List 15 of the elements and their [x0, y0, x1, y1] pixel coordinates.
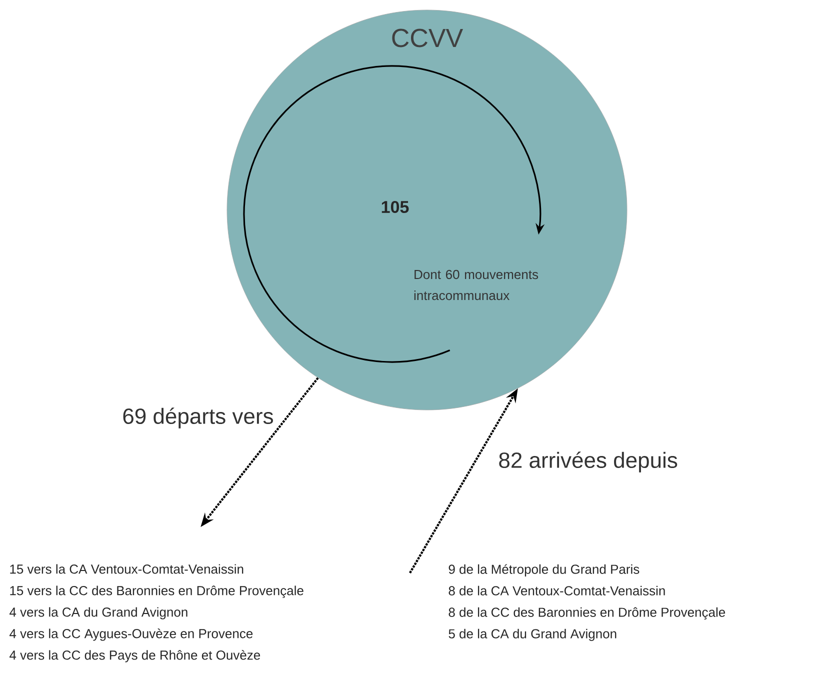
list-item: 15 vers la CC des Baronnies en Drôme Provençale: [10, 586, 304, 598]
center-value: 105: [382, 200, 409, 214]
list-item: 9 de la Métropole du Grand Paris: [448, 564, 640, 576]
list-item: 8 de la CA Ventoux-Comtat-Venaissin: [448, 586, 665, 596]
list-item: 15 vers la CA Ventoux-Comtat-Venaissin: [10, 564, 244, 574]
list-item: 4 vers la CC des Pays de Rhône et Ouvèze: [10, 650, 260, 662]
list-item: 4 vers la CA du Grand Avignon: [10, 607, 188, 620]
circle-title: CCVV: [392, 28, 463, 48]
edge-label: 82 arrivées depuis: [497, 450, 679, 474]
circle-node: [226, 10, 628, 410]
list-item: 8 de la CC des Baronnies en Drôme Provençale: [448, 607, 726, 620]
circle-note: Dont 60 mouvements intracommunaux: [414, 270, 538, 300]
edge-label: 69 départs vers: [121, 406, 275, 430]
list-item: 5 de la CA du Grand Avignon: [448, 628, 616, 641]
list-item: 4 vers la CC Aygues-Ouvèze en Provence: [10, 628, 253, 641]
